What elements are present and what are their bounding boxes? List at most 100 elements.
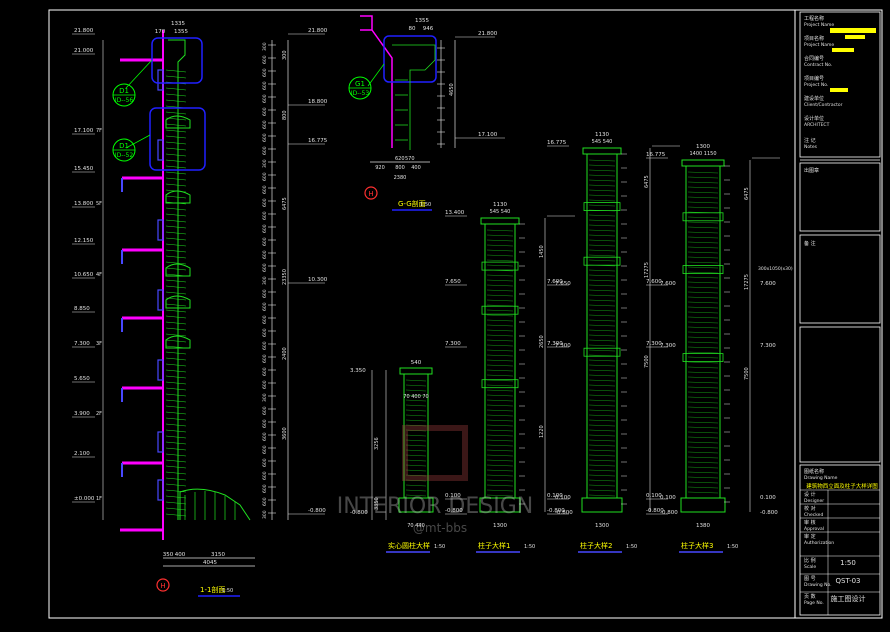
column-texture: [486, 349, 514, 352]
column-texture: [486, 289, 514, 292]
column-texture: [687, 406, 719, 409]
column-texture: [486, 449, 514, 452]
column-texture: [405, 419, 427, 422]
level-label-right: 10.300: [308, 277, 328, 283]
column-texture: [486, 464, 514, 467]
dimension-ticks: 3006006006006006006006006003006006006006…: [262, 28, 328, 519]
dim-number: 300: [282, 50, 288, 60]
tb-seal-box: [799, 234, 881, 324]
tick-label: 600: [262, 432, 268, 441]
tb-row-label-en: Authorization: [804, 540, 834, 546]
section-tag-ref: ID--53: [351, 90, 370, 97]
column-texture: [486, 264, 514, 267]
column-texture: [687, 321, 719, 324]
column-caption: 柱子大样3: [681, 541, 713, 550]
column-texture: [588, 429, 616, 432]
column-texture: [486, 419, 514, 422]
column-texture: [687, 421, 719, 424]
column-texture: [588, 224, 616, 227]
column-level: 7.600: [646, 279, 662, 285]
column-texture: [588, 484, 616, 487]
section-bottom-dim-3: 920: [375, 165, 385, 171]
section-leader: [367, 63, 385, 87]
level-label-right: -0.800: [308, 508, 326, 514]
column-texture: [687, 191, 719, 194]
rustication: [165, 339, 187, 343]
rustication: [165, 429, 187, 433]
column-texture: [687, 276, 719, 279]
tick-label: 600: [262, 458, 268, 467]
column-texture: [486, 299, 514, 302]
column-texture: [486, 254, 514, 257]
rustication: [165, 87, 187, 91]
column-base: [479, 497, 521, 513]
column-texture: [687, 471, 719, 474]
column-texture: [486, 434, 514, 437]
column-texture: [405, 454, 427, 457]
stair-balustrade: [179, 488, 251, 521]
floor-slabs: [120, 69, 164, 532]
window-mark: [157, 479, 164, 501]
column-texture: [405, 394, 427, 397]
dim-number: 4650: [449, 83, 455, 96]
tb-architect-label-en: ARCHITECT: [804, 122, 830, 128]
tick-label: 600: [262, 302, 268, 311]
section-tag-id: G1: [355, 80, 365, 88]
section-bottom-dim-1: 620: [395, 156, 405, 162]
tb-drawing-name-en: Drawing Name: [804, 475, 838, 481]
tick-label: 600: [262, 172, 268, 181]
column-texture: [588, 244, 616, 247]
column-texture: [588, 169, 616, 172]
watermark-logo-mark: [402, 425, 468, 481]
cornice-band: [165, 263, 191, 277]
tick-label: 600: [262, 289, 268, 298]
column-right-level-under: -0.800: [555, 510, 573, 516]
rustication: [165, 405, 187, 409]
column-top-dim: 540: [411, 360, 422, 366]
section-marker-circle-2: [364, 186, 378, 200]
column-texture: [486, 309, 514, 312]
tb-project-name-en: Project Name: [804, 22, 834, 28]
column-texture: [588, 474, 616, 477]
column-base-level: -0.800: [350, 510, 368, 516]
column-texture: [687, 201, 719, 204]
tb-row-label-en: Designer: [804, 498, 824, 504]
rustication: [165, 441, 187, 445]
column-texture: [588, 214, 616, 217]
column-texture: [486, 369, 514, 372]
rustication: [165, 363, 187, 367]
column-texture: [588, 329, 616, 332]
section-bottom-dim-5: 400: [411, 165, 421, 171]
column-texture: [486, 414, 514, 417]
column-texture: [588, 254, 616, 257]
tick-label: 600: [262, 211, 268, 220]
level-label: 21.800: [74, 28, 94, 34]
column-texture: [405, 479, 427, 482]
column-texture: [486, 259, 514, 262]
column-caption-scale: 1:50: [434, 544, 445, 550]
tb-contract-label: 合同编号: [804, 55, 824, 62]
level-label: 2.100: [74, 451, 90, 457]
column-texture: [588, 479, 616, 482]
column-texture: [405, 484, 427, 487]
column-bottom-dim: 1380: [696, 523, 710, 529]
column-texture: [687, 286, 719, 289]
rustication: [165, 303, 187, 307]
detail-tag-id-2: D1: [119, 142, 129, 150]
column-texture: [486, 394, 514, 397]
column-texture: [687, 456, 719, 459]
tick-label: 300: [262, 393, 268, 402]
column-texture: [687, 446, 719, 449]
title-block: 工程名称 Project Name 项目名称 Project Name 合同编号…: [799, 11, 881, 616]
tick-label: 600: [262, 263, 268, 272]
column-band: [583, 256, 621, 266]
tb-row-label-en: Approval: [804, 526, 824, 532]
rustication: [165, 99, 187, 103]
column-texture: [687, 371, 719, 374]
tb-row-value: 1:50: [840, 559, 856, 567]
rustication: [165, 381, 187, 385]
column-texture: [687, 176, 719, 179]
column-texture: [687, 226, 719, 229]
column-right-level-low: 7.300: [760, 343, 776, 349]
